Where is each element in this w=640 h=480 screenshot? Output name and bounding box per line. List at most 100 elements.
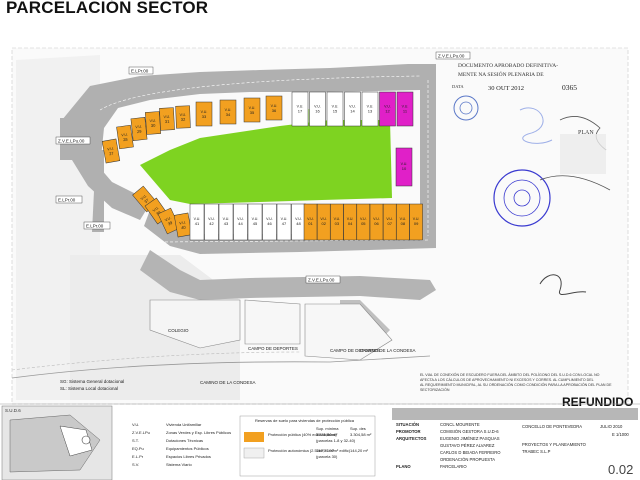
school-area	[149, 299, 241, 349]
plot-30-number: 30	[151, 123, 157, 128]
label-elpr-mid: E.LPr.00	[86, 224, 104, 229]
svg-text:PROMOTOR: PROMOTOR	[396, 429, 421, 434]
plot-09-shape	[409, 203, 423, 241]
svg-text:TRABEC S.L.P: TRABEC S.L.P	[522, 449, 551, 454]
plot-16-code: V.U.	[314, 104, 321, 108]
svg-text:144,20 m²: 144,20 m²	[350, 448, 369, 453]
plot-35: V.U.35	[243, 97, 261, 123]
plot-28: V.U.28	[116, 124, 134, 150]
plot-32-shape	[175, 105, 191, 129]
plot-12-shape	[379, 91, 396, 127]
plot-44-code: V.U.	[237, 217, 244, 221]
plot-14: V.U.14	[344, 91, 361, 127]
plot-43-shape	[218, 203, 234, 241]
plot-33: V.U.33	[195, 101, 213, 127]
svg-text:SITUACIÓN: SITUACIÓN	[396, 422, 419, 427]
vpp-swatch-hatch	[243, 447, 265, 459]
plot-29-shape	[130, 117, 148, 141]
svg-text:Sup. mínima: Sup. mínima	[316, 426, 339, 431]
plot-42-shape	[204, 203, 219, 241]
plot-15: V.U.15	[326, 91, 344, 127]
plot-43: V.U.43	[218, 203, 234, 241]
plot-29-code: V.U.	[135, 125, 142, 130]
plot-04: V.U.04	[343, 203, 357, 241]
label-campo-1: CAMPO DE DEPORTES	[248, 346, 298, 351]
plot-27-code: V.U.	[107, 146, 114, 151]
road-south	[140, 250, 436, 300]
legend-sl: SL: Sistema Local dotacional	[60, 386, 118, 391]
svg-text:JULIO 2010: JULIO 2010	[600, 424, 623, 429]
plot-08: V.U.08	[396, 203, 410, 241]
plot-31-code: V.U.	[163, 115, 170, 119]
svg-text:Protección pública (40% edific: Protección pública (40% edificabilidad)	[268, 432, 337, 437]
plot-02-number: 02	[321, 221, 326, 226]
plot-08-code: V.U.	[400, 217, 407, 221]
plot-09-code: V.U.	[413, 217, 420, 221]
plot-04-number: 04	[348, 221, 353, 226]
plot-13-number: 13	[368, 108, 373, 113]
label-campo-2: CAMPO DE DEPORTES	[330, 348, 380, 353]
legend-desc: Equipamientos Públicos	[166, 446, 209, 451]
sheet-number: 0.02	[608, 462, 633, 477]
label-colegio: COLEGIO	[168, 328, 189, 333]
plot-17-number: 17	[298, 108, 303, 113]
plot-44-shape	[233, 203, 248, 241]
svg-text:Sup. des: Sup. des	[350, 426, 366, 431]
plot-35-number: 35	[250, 110, 255, 115]
plot-27-number: 27	[109, 150, 115, 156]
legend-desc: Espacios Libres Privados	[166, 454, 211, 459]
road-upper	[62, 64, 432, 220]
plot-45: V.U.45	[247, 203, 263, 241]
plot-31: V.U.31	[159, 107, 175, 131]
plot-15-code: V.U.	[332, 104, 339, 108]
approval-stamp: DOCUMENTO APROBADO DEFINITIVA- MENTE NA …	[452, 63, 611, 295]
legend-sg: SG: Sistema General dotacional	[60, 379, 124, 384]
plot-28-number: 28	[123, 136, 129, 142]
plot-38-code: V.U.	[152, 206, 160, 213]
plot-12: V.U.12	[379, 91, 396, 127]
svg-text:S.U.D.6: S.U.D.6	[5, 408, 21, 413]
svg-text:EL VIAL DE CONEXIÓN DE ESCUDER: EL VIAL DE CONEXIÓN DE ESCUDERO FUERA DE…	[420, 372, 600, 377]
plot-14-shape	[344, 91, 361, 127]
plot-16-shape	[309, 91, 326, 127]
plot-16: V.U.16	[309, 91, 326, 127]
plot-34-shape	[219, 99, 237, 125]
plot-36: V.U.36	[265, 95, 283, 121]
plot-43-number: 43	[224, 221, 229, 226]
plot-47: V.U.47	[276, 203, 292, 241]
svg-text:ARQUITECTOS: ARQUITECTOS	[396, 436, 427, 441]
plot-row-a: V.U.27V.U.28V.U.29V.U.30V.U.31V.U.32V.U.…	[101, 95, 283, 164]
legend-code: S.V.	[132, 462, 139, 467]
plot-42-number: 42	[209, 221, 214, 226]
legend-code: V.U.	[132, 422, 139, 427]
plot-35-code: V.U.	[249, 106, 256, 110]
plot-41: V.U.41	[189, 203, 205, 241]
plot-12-number: 12	[385, 108, 390, 113]
plot-27: V.U.27	[101, 138, 121, 164]
plot-48-number: 48	[296, 221, 301, 226]
plot-28-shape	[116, 124, 134, 150]
plot-02-code: V.U.	[320, 217, 327, 221]
plot-44: V.U.44	[233, 203, 248, 241]
label-elpr-top: E.LPr.00	[131, 69, 149, 74]
plot-27-shape	[101, 138, 121, 164]
svg-text:COMISIÓN GESTORA S.U.D-6: COMISIÓN GESTORA S.U.D-6	[440, 429, 499, 434]
plot-34-code: V.U.	[225, 108, 232, 112]
svg-text:CONCELLO DE PONTEVEDRA: CONCELLO DE PONTEVEDRA	[522, 424, 582, 429]
plot-46-number: 46	[267, 221, 272, 226]
plot-35-shape	[243, 97, 261, 123]
plot-30-code: V.U.	[149, 119, 156, 123]
concello-seal-icon	[493, 169, 551, 227]
svg-text:AL REQUERIMIENTO MUNICIPAL, AL: AL REQUERIMIENTO MUNICIPAL, AL SU ORDENA…	[420, 382, 612, 387]
plot-05: V.U.05	[356, 203, 371, 241]
plot-13-code: V.U.	[367, 104, 374, 108]
plot-42-code: V.U.	[208, 217, 215, 221]
plot-41-shape	[189, 203, 205, 241]
legend-code: S.T.	[132, 438, 139, 443]
plot-48-code: V.U.	[295, 217, 302, 221]
plot-07-number: 07	[387, 221, 392, 226]
svg-text:(parcela 30): (parcela 30)	[316, 454, 338, 459]
plot-06-code: V.U.	[373, 217, 380, 221]
